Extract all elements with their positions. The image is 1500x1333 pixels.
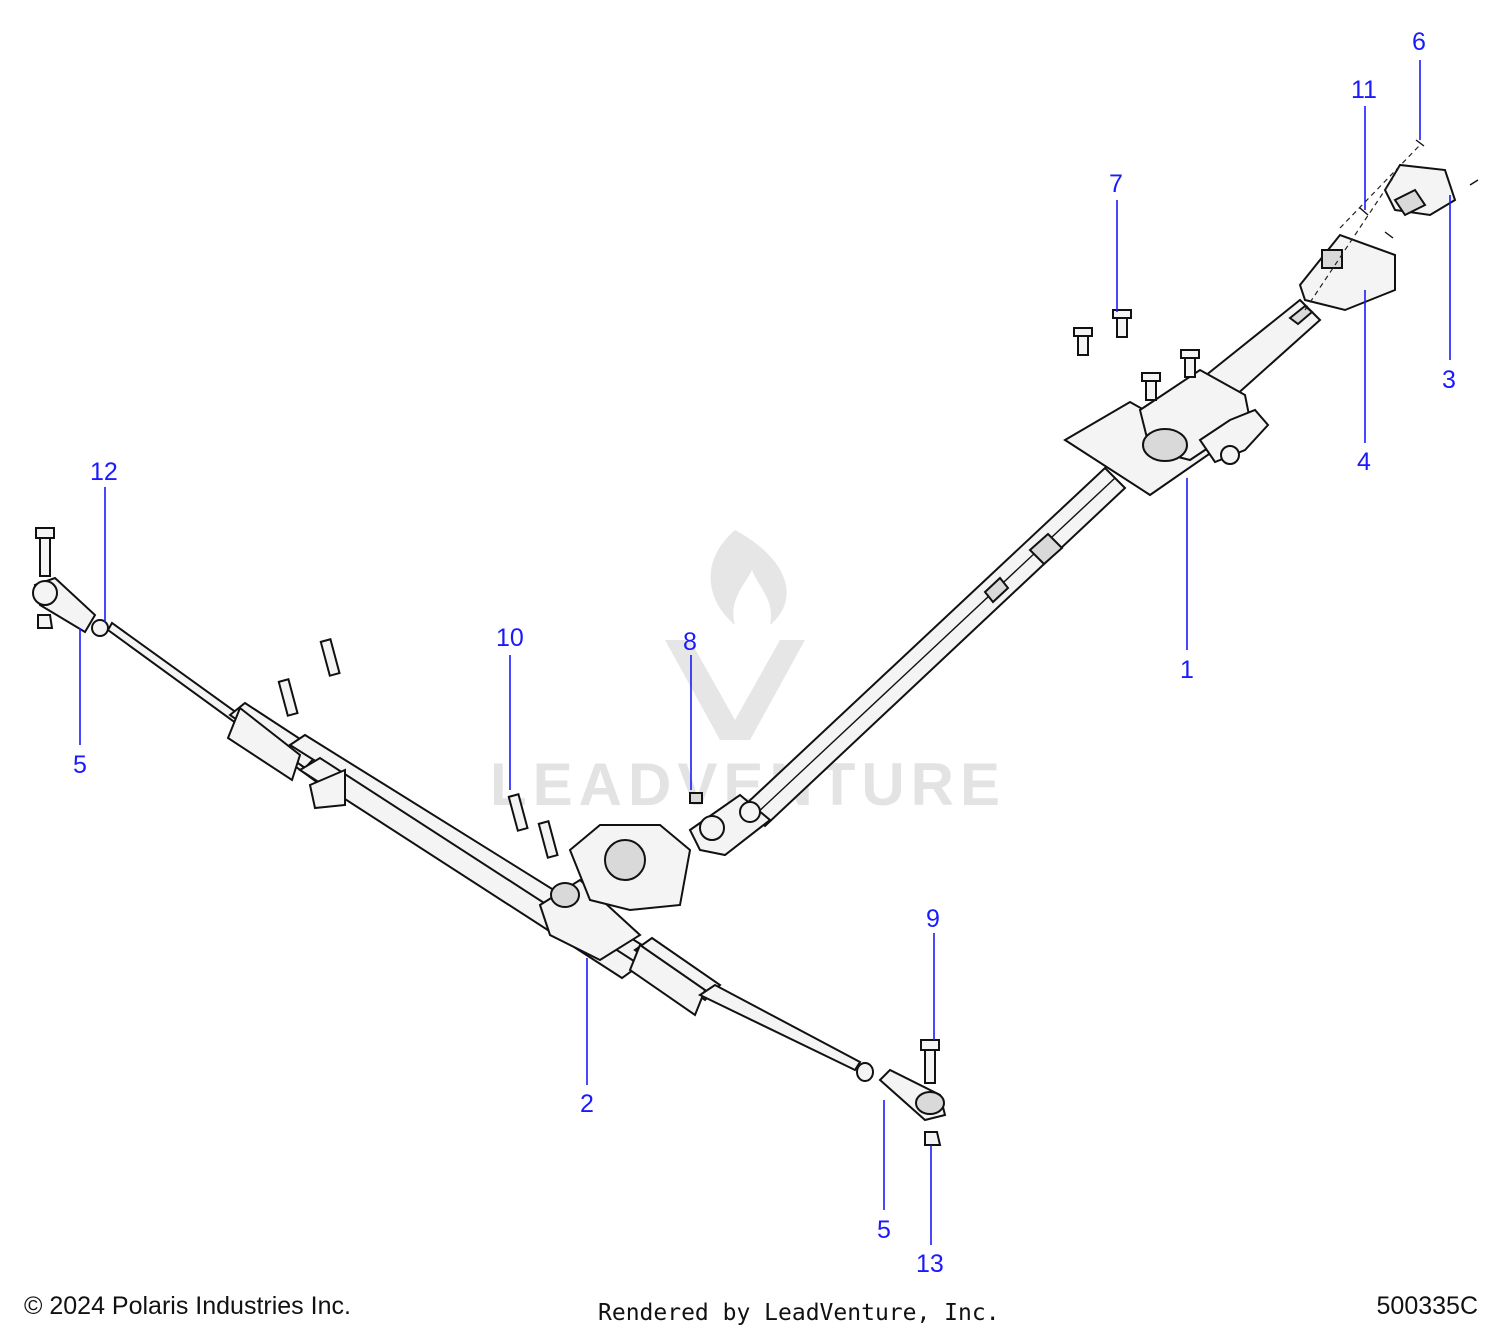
callout-5-left: 5 (73, 751, 87, 779)
callout-6: 6 (1412, 28, 1426, 56)
callout-1: 1 (1180, 656, 1194, 684)
callout-11: 11 (1351, 76, 1377, 104)
callout-13: 13 (916, 1250, 944, 1278)
callout-10: 10 (496, 624, 524, 652)
callout-5-right: 5 (877, 1216, 891, 1244)
copyright-text: © 2024 Polaris Industries Inc. (24, 1292, 351, 1320)
leadventure-watermark: LEADVENTURE (490, 530, 1000, 818)
rendered-by-text: Rendered by LeadVenture, Inc. (598, 1300, 1000, 1326)
callout-8: 8 (683, 628, 697, 656)
steering-shaft-assembly (688, 139, 1479, 857)
diagram-part-number: 500335C (1376, 1292, 1478, 1320)
steering-rack-assembly (32, 527, 947, 1146)
column-bolts (1073, 309, 1200, 401)
callout-4: 4 (1357, 448, 1371, 476)
callout-12: 12 (90, 458, 118, 486)
callout-9: 9 (926, 905, 940, 933)
callout-3: 3 (1442, 366, 1456, 394)
callout-7: 7 (1109, 170, 1123, 198)
leader-lines (79, 60, 1451, 1245)
callout-labels: 1 2 3 4 5 5 6 7 8 9 10 11 12 13 (73, 28, 1456, 1278)
callout-2: 2 (580, 1090, 594, 1118)
